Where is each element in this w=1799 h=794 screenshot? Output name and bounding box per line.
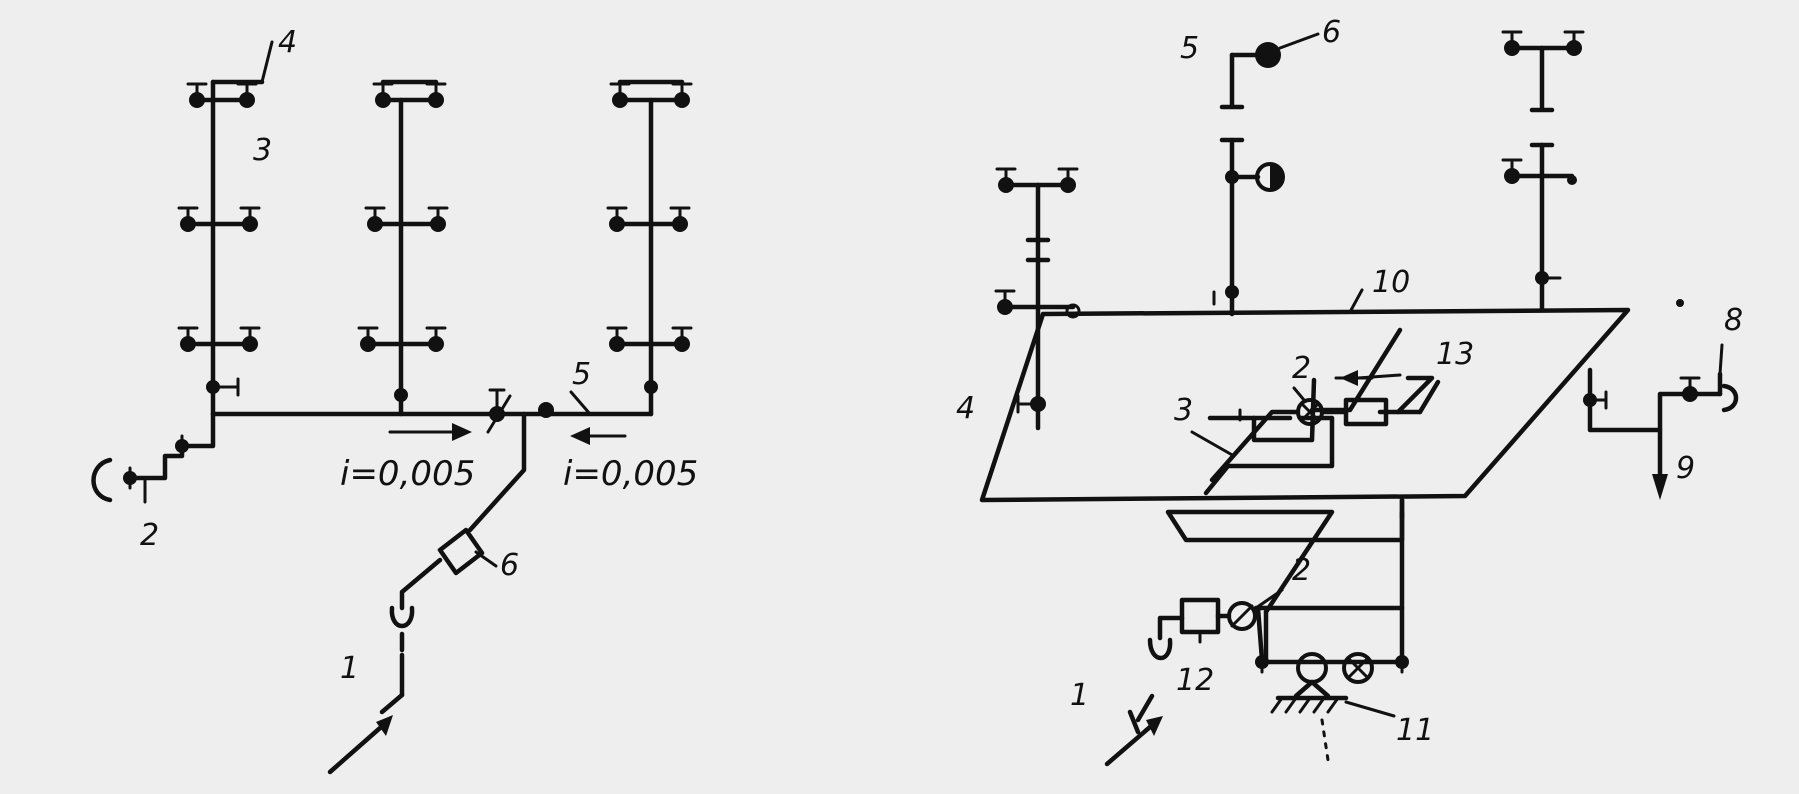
label-right-3: 3 xyxy=(1174,393,1193,428)
distribution-loop xyxy=(1203,327,1441,496)
slope-label-right: i=0,005 xyxy=(563,454,698,494)
service-inlet xyxy=(327,411,527,775)
label-right-13: 13 xyxy=(1436,337,1474,372)
label-right-11: 11 xyxy=(1396,713,1434,748)
right-scheme: 1 2 2 3 4 5 6 8 9 10 11 12 13 xyxy=(956,15,1743,767)
label-right-8: 8 xyxy=(1724,303,1743,338)
watering-tap-branch xyxy=(91,411,216,504)
floor-plane xyxy=(979,307,1631,503)
label-right-5: 5 xyxy=(1180,31,1199,66)
label-right-12: 12 xyxy=(1176,663,1214,698)
label-right-2b: 2 xyxy=(1292,553,1311,588)
left-scheme: 1 2 3 4 5 6 i=0,005 i=0,005 xyxy=(91,25,698,775)
label-left-5: 5 xyxy=(572,357,591,392)
label-right-6: 6 xyxy=(1322,15,1341,50)
label-left-3: 3 xyxy=(253,133,272,168)
label-left-2: 2 xyxy=(140,518,159,553)
label-left-6: 6 xyxy=(500,548,519,583)
riser-right xyxy=(1501,30,1585,313)
riser-2 xyxy=(357,79,449,417)
riser-1 xyxy=(177,79,265,417)
slope-arrow-left xyxy=(388,423,472,441)
slope-label-left: i=0,005 xyxy=(340,454,475,494)
slope-arrow-right xyxy=(570,427,627,445)
riser-left xyxy=(994,167,1081,431)
label-left-4: 4 xyxy=(278,25,297,60)
riser-3 xyxy=(606,79,693,417)
service-entry xyxy=(1104,497,1411,767)
riser-middle xyxy=(1212,42,1285,317)
right-branch xyxy=(1583,299,1739,500)
label-right-1: 1 xyxy=(1070,678,1089,713)
label-right-9: 9 xyxy=(1676,451,1695,486)
label-right-2a: 2 xyxy=(1292,351,1311,386)
label-left-1: 1 xyxy=(340,651,359,686)
label-right-10: 10 xyxy=(1372,265,1410,300)
label-right-4: 4 xyxy=(956,391,975,426)
